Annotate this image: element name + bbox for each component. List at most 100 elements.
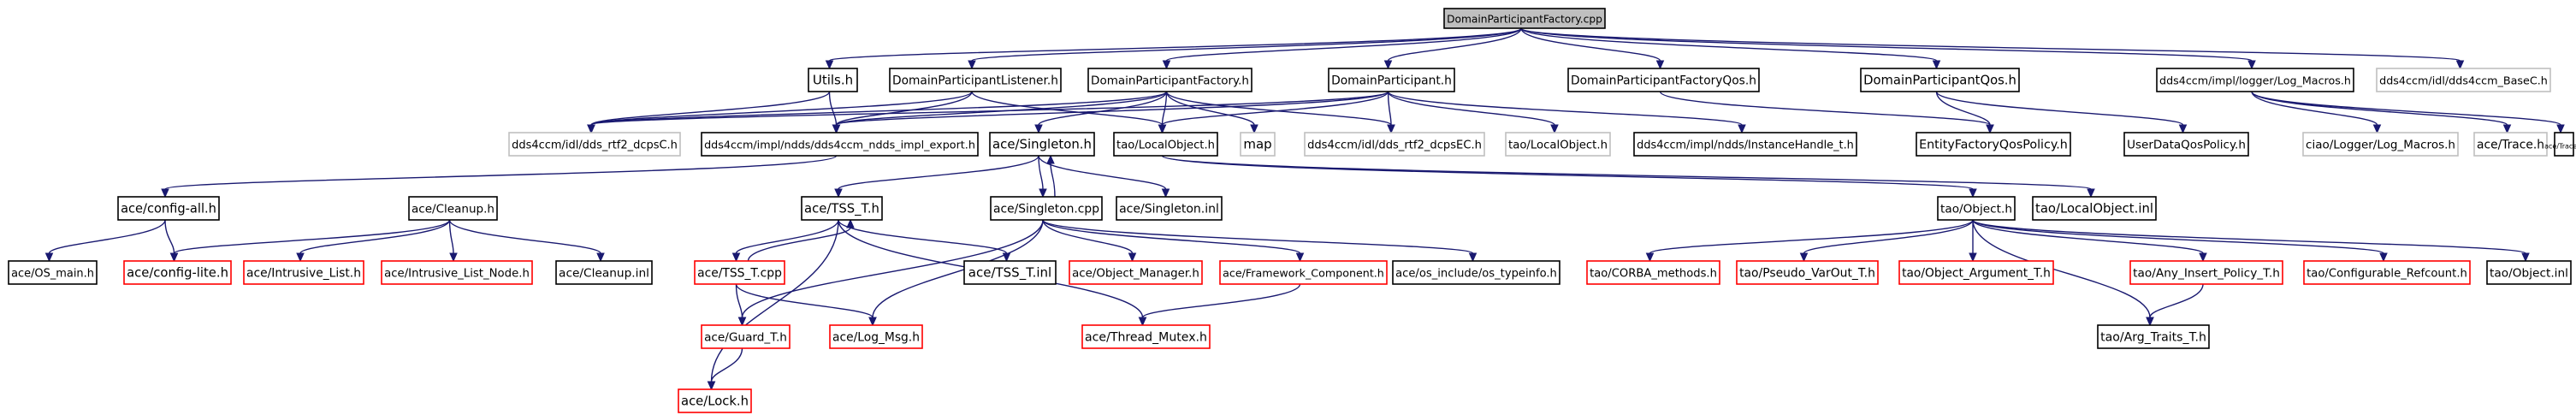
node-ace-trace-h[interactable]: ace/Trace.h <box>2544 132 2576 157</box>
node-label: tao/Any_Insert_Policy_T.h <box>2133 267 2280 281</box>
node-tao-any-insert-policy-t-h[interactable]: tao/Any_Insert_Policy_T.h <box>2129 260 2283 285</box>
node-domainparticipantqos-h[interactable]: DomainParticipantQos.h <box>1860 68 2020 92</box>
edge-dp_h-to-nddsexport <box>832 91 1389 134</box>
edge-taoobject_h-to-corbamethods <box>1645 219 1974 263</box>
node-tao-localobject-h[interactable]: tao/LocalObject.h <box>1113 132 1218 157</box>
node-ace-tss-t-h[interactable]: ace/TSS_T.h <box>801 196 883 221</box>
edge-dpqos-to-entityfqos <box>1935 91 1994 134</box>
node-dds4ccm-idl-dds-rtf2-dcpsc-h: dds4ccm/idl/dds_rtf2_dcpsC.h <box>508 132 681 157</box>
edge-dpfactory_h-to-dcpsec <box>1165 91 1395 134</box>
edge-dp_h-to-taolocalobj2 <box>1387 91 1559 134</box>
edge-anyinsert-to-argtraits <box>2146 283 2204 327</box>
node-ace-cleanup-inl[interactable]: ace/Cleanup.inl <box>555 260 653 285</box>
node-label: ace/TSS_T.inl <box>968 265 1051 282</box>
node-tao-arg-traits-t-h[interactable]: tao/Arg_Traits_T.h <box>2097 324 2210 349</box>
node-entityfactoryqospolicy-h[interactable]: EntityFactoryQosPolicy.h <box>1916 132 2071 157</box>
node-label: ace/Intrusive_List.h <box>246 267 361 281</box>
node-ace-log-msg-h[interactable]: ace/Log_Msg.h <box>829 324 923 349</box>
node-label: ace/Object_Manager.h <box>1072 268 1199 281</box>
node-utils-h[interactable]: Utils.h <box>808 68 858 92</box>
node-label: ace/OS_main.h <box>11 268 94 281</box>
edge-dp_h-to-dcpsec <box>1387 91 1395 134</box>
edge-dpfqos-to-entityfqos <box>1659 91 1994 134</box>
edge-root-to-dpfactory_h <box>1162 27 1522 70</box>
node-tao-localobject-h: tao/LocalObject.h <box>1505 132 1611 157</box>
edge-tsst_cpp-to-tsst_h <box>747 218 855 262</box>
node-label: ciao/Logger/Log_Macros.h <box>2306 139 2455 152</box>
node-tao-object-inl[interactable]: tao/Object.inl <box>2486 260 2572 285</box>
edge-root-to-dpqos <box>1520 27 1941 70</box>
node-label: ace/Singleton.h <box>992 137 1092 152</box>
edge-root-to-dp_h <box>1383 27 1522 70</box>
node-ace-os-include-os-typeinfo-h[interactable]: ace/os_include/os_typeinfo.h <box>1392 260 1560 285</box>
node-ace-singleton-inl[interactable]: ace/Singleton.inl <box>1116 196 1223 221</box>
node-ace-framework-component-h[interactable]: ace/Framework_Component.h <box>1219 260 1388 285</box>
edge-taoobject_h-to-confrefcount <box>1972 219 2388 263</box>
edge-guardt-to-lock <box>707 347 743 391</box>
node-dds4ccm-idl-dds-rtf2-dcpsec-h: dds4ccm/idl/dds_rtf2_dcpsEC.h <box>1304 132 1485 157</box>
node-label: DomainParticipantQos.h <box>1863 74 2016 88</box>
edge-dp_h-to-instancehandle <box>1387 91 1746 134</box>
edge-tsst_h-to-tsst_inl <box>838 219 1011 263</box>
node-ace-os-main-h[interactable]: ace/OS_main.h <box>8 260 98 285</box>
node-ace-object-manager-h[interactable]: ace/Object_Manager.h <box>1069 260 1203 285</box>
edge-taolocalobj-to-taolocalobj_inl <box>1161 155 2095 199</box>
node-userdataqospolicy-h[interactable]: UserDataQosPolicy.h <box>2123 132 2249 157</box>
edge-taoobject_h-to-anyinsert <box>1972 219 2207 263</box>
node-domainparticipantfactory-h[interactable]: DomainParticipantFactory.h <box>1087 68 1252 92</box>
node-dds4ccm-impl-logger-log-macros-h[interactable]: dds4ccm/impl/logger/Log_Macros.h <box>2156 68 2354 92</box>
node-label: DomainParticipantFactory.cpp <box>1447 14 1602 26</box>
node-dds4ccm-impl-ndds-dds4ccm-ndds-impl-export-h[interactable]: dds4ccm/impl/ndds/dds4ccm_ndds_impl_expo… <box>701 132 979 157</box>
node-tao-localobject-inl[interactable]: tao/LocalObject.inl <box>2032 196 2157 221</box>
node-ace-config-lite-h[interactable]: ace/config-lite.h <box>123 260 232 285</box>
node-ace-config-all-h[interactable]: ace/config-all.h <box>117 196 220 221</box>
edge-dpqos-to-userdataqos <box>1935 91 2188 134</box>
edge-root-to-basec <box>1520 27 2465 70</box>
node-ace-cleanup-h[interactable]: ace/Cleanup.h <box>408 196 498 221</box>
node-label: tao/Object_Argument_T.h <box>1902 267 2051 281</box>
node-ace-tss-t-cpp[interactable]: ace/TSS_T.cpp <box>694 260 785 285</box>
edge-root-to-dplistener <box>968 27 1522 70</box>
node-label: ace/Framework_Component.h <box>1223 267 1384 280</box>
edge-cleanup_h-to-cleanup_inl <box>448 219 605 263</box>
edge-singleton_cpp-to-logmsg <box>868 219 1044 327</box>
node-ace-tss-t-inl[interactable]: ace/TSS_T.inl <box>963 260 1057 285</box>
node-ace-intrusive-list-node-h[interactable]: ace/Intrusive_List_Node.h <box>381 260 533 285</box>
node-tao-corba-methods-h[interactable]: tao/CORBA_methods.h <box>1586 260 1720 285</box>
node-domainparticipantfactory-cpp[interactable]: DomainParticipantFactory.cpp <box>1443 8 1606 29</box>
node-ace-singleton-cpp[interactable]: ace/Singleton.cpp <box>990 196 1103 221</box>
graph-edges <box>44 27 2565 391</box>
node-tao-object-argument-t-h[interactable]: tao/Object_Argument_T.h <box>1898 260 2054 285</box>
node-tao-object-h[interactable]: tao/Object.h <box>1937 196 2016 221</box>
node-ace-lock-h[interactable]: ace/Lock.h <box>678 388 752 413</box>
node-label: dds4ccm/impl/logger/Log_Macros.h <box>2159 74 2351 87</box>
node-label: dds4ccm/impl/ndds/InstanceHandle_t.h <box>1637 139 1854 152</box>
edge-cleanup_h-to-intrlistnode <box>448 219 458 263</box>
node-tao-pseudo-varout-t-h[interactable]: tao/Pseudo_VarOut_T.h <box>1736 260 1879 285</box>
node-ace-thread-mutex-h[interactable]: ace/Thread_Mutex.h <box>1081 324 1211 349</box>
node-ace-singleton-h[interactable]: ace/Singleton.h <box>989 132 1095 157</box>
node-label: tao/Configurable_Refcount.h <box>2307 268 2467 281</box>
node-label: tao/LocalObject.h <box>1116 139 1215 152</box>
node-ace-guard-t-h[interactable]: ace/Guard_T.h <box>701 324 791 349</box>
node-domainparticipantfactoryqos-h[interactable]: DomainParticipantFactoryQos.h <box>1567 68 1760 92</box>
edge-singleton_cpp-to-typeinfo <box>1042 219 1477 263</box>
node-dds4ccm-impl-ndds-instancehandle-t-h[interactable]: dds4ccm/impl/ndds/InstanceHandle_t.h <box>1633 132 1857 157</box>
edge-dpfactory_h-to-nddsexport <box>832 91 1168 134</box>
edge-dpfactory_h-to-map <box>1165 91 1258 134</box>
edge-logmacros-to-acetrace_g <box>2251 91 2512 134</box>
node-ace-intrusive-list-h[interactable]: ace/Intrusive_List.h <box>243 260 364 285</box>
node-tao-configurable-refcount-h[interactable]: tao/Configurable_Refcount.h <box>2303 260 2471 285</box>
node-label: tao/Pseudo_VarOut_T.h <box>1739 267 1875 281</box>
node-domainparticipantlistener-h[interactable]: DomainParticipantListener.h <box>889 68 1062 92</box>
edge-taoobject_h-to-taoobject_inl <box>1972 219 2530 263</box>
node-domainparticipant-h[interactable]: DomainParticipant.h <box>1328 68 1455 92</box>
node-label: ace/TSS_T.h <box>804 202 879 216</box>
node-label: ace/Cleanup.h <box>412 203 494 216</box>
edge-configall-to-osmain <box>44 219 166 263</box>
node-label: tao/LocalObject.h <box>1508 139 1608 152</box>
node-label: ace/Thread_Mutex.h <box>1085 331 1207 345</box>
edge-logmacros-to-ciaologmacros <box>2251 91 2382 134</box>
node-label: tao/Arg_Traits_T.h <box>2100 331 2206 345</box>
node-label: DomainParticipantFactory.h <box>1091 74 1249 88</box>
